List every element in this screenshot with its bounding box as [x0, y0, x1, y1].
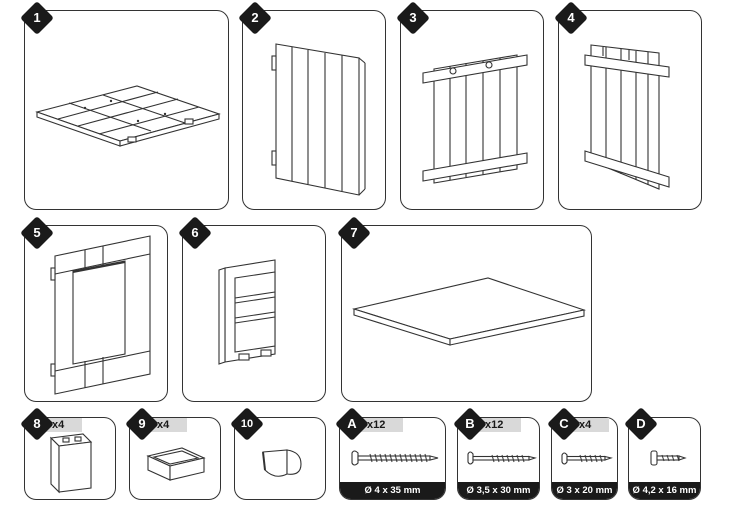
hardware-letter-b: B [465, 416, 475, 431]
part-number-1: 1 [33, 10, 41, 25]
corner-block-illustration [49, 433, 93, 494]
screw-b-icon [467, 451, 537, 465]
part-number-7: 7 [350, 225, 358, 240]
qty-label-b: x12 [479, 418, 522, 432]
screw-c-size: Ø 3 x 20 mm [552, 482, 617, 499]
part-panel-2 [242, 10, 386, 210]
screw-d-icon [650, 450, 687, 466]
part-panel-3 [400, 10, 544, 210]
part-number-2: 2 [251, 10, 259, 25]
part-panel-5 [24, 225, 168, 402]
part-number-10: 10 [240, 418, 254, 430]
part-panel-7 [341, 225, 592, 402]
part-panel-6 [182, 225, 326, 402]
part-number-3: 3 [409, 10, 417, 25]
floor-slats-illustration [35, 85, 221, 147]
part-number-4: 4 [567, 10, 575, 25]
screw-d-size: Ø 4,2 x 16 mm [629, 482, 700, 499]
hardware-letter-c: C [559, 416, 569, 431]
screw-b-size: Ø 3,5 x 30 mm [458, 482, 539, 499]
qty-label-a: x12 [361, 418, 404, 432]
screw-a-icon [351, 450, 439, 466]
qty-label-c: x4 [573, 418, 610, 432]
part-number-9: 9 [138, 416, 146, 431]
screw-c-icon [561, 452, 613, 465]
hardware-panel-b: Ø 3,5 x 30 mm [457, 417, 540, 500]
hardware-letter-a: A [347, 416, 357, 431]
qty-label-9: x4 [151, 418, 188, 432]
side-wall-illustration [584, 44, 670, 190]
part-panel-1 [24, 10, 229, 210]
screw-a-size: Ø 4 x 35 mm [340, 482, 445, 499]
part-number-5: 5 [33, 225, 41, 240]
back-wall-illustration [422, 54, 528, 184]
roof-panel-illustration [351, 277, 587, 346]
front-wall-illustration [50, 235, 151, 395]
half-round-piece-illustration [262, 449, 302, 477]
plank-wall-illustration [271, 43, 366, 196]
door-frame-illustration [218, 259, 276, 365]
hardware-letter-d: D [636, 416, 646, 431]
part-number-8: 8 [33, 416, 41, 431]
part-number-6: 6 [191, 225, 199, 240]
qty-label-8: x4 [46, 418, 83, 432]
open-box-illustration [146, 447, 206, 481]
part-panel-10 [234, 417, 326, 500]
part-panel-4 [558, 10, 702, 210]
